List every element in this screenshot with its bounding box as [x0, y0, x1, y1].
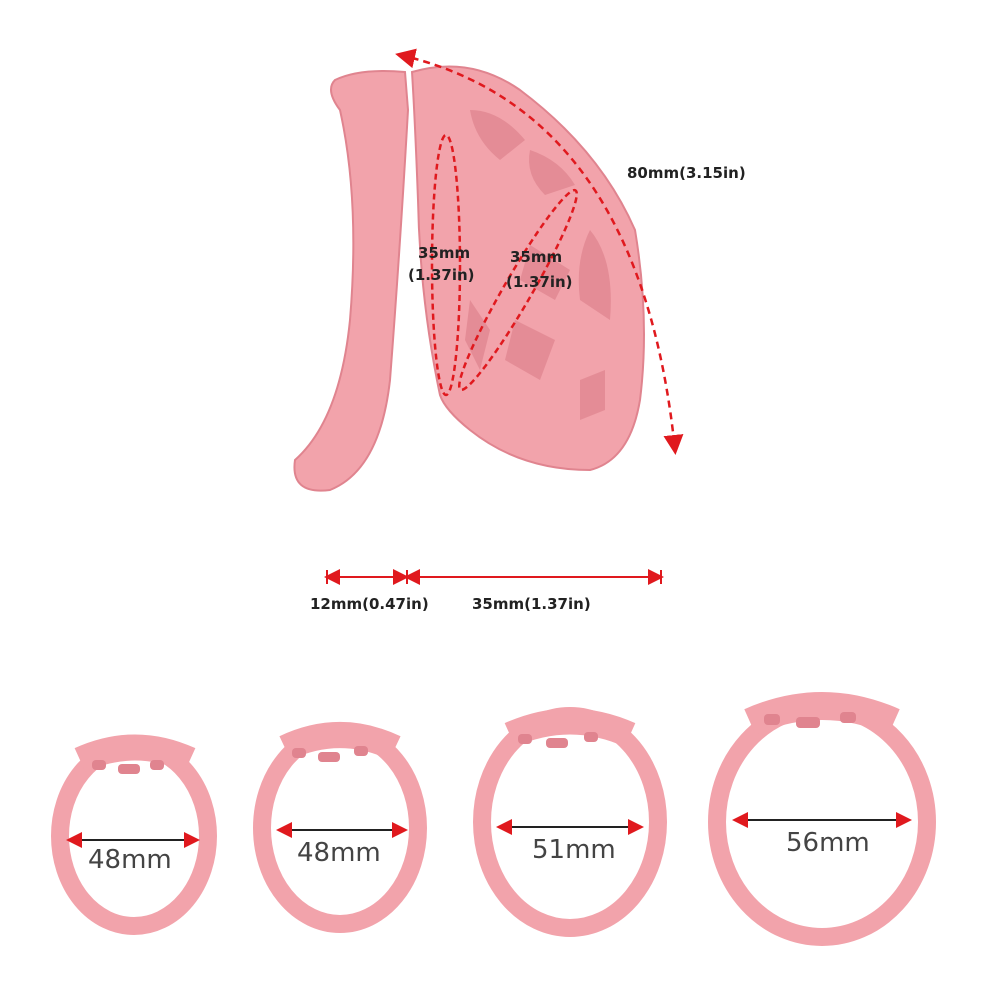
length-arrow — [395, 48, 684, 455]
ring-2-label: 48mm — [297, 838, 381, 868]
gap-label: 12mm(0.47in) — [310, 595, 429, 613]
ring-1-label: 48mm — [88, 845, 172, 875]
base-ring-profile — [293, 70, 410, 492]
depth-label: 35mm(1.37in) — [472, 595, 591, 613]
length-label: 80mm(3.15in) — [627, 164, 746, 182]
front-diameter-label: 35mm — [418, 244, 470, 262]
tip-diameter-label: 35mm — [510, 248, 562, 266]
ring-1: 48mm — [51, 734, 217, 935]
ring-3-label: 51mm — [532, 835, 616, 865]
ring-4: 56mm — [708, 692, 936, 946]
tip-diameter-label-in: (1.37in) — [506, 273, 573, 291]
ring-2: 48mm — [253, 722, 427, 933]
front-diameter-label-in: (1.37in) — [408, 266, 475, 284]
ring-4-label: 56mm — [786, 828, 870, 858]
ring-3: 51mm — [473, 707, 667, 937]
